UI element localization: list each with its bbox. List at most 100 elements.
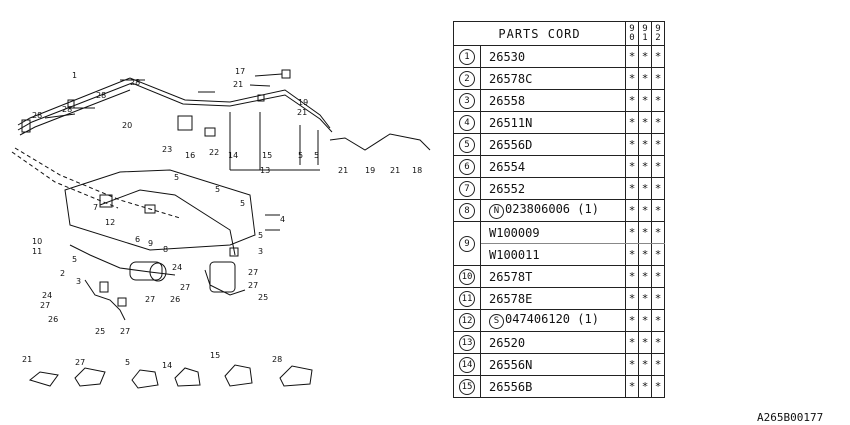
row-number-circle: 10 xyxy=(459,269,475,285)
row-number: 7 xyxy=(453,177,481,200)
row-number-circle: 14 xyxy=(459,357,475,373)
row-number: 5 xyxy=(453,133,481,156)
detail-clip-28 xyxy=(279,365,313,387)
part-code-cell: 26578E xyxy=(480,287,626,310)
guide-dashed-b xyxy=(11,151,119,209)
table-title: PARTS CORD xyxy=(453,21,626,46)
callout-label: 19 xyxy=(298,98,308,107)
callout-label: 3 xyxy=(76,277,81,286)
year-mark: * xyxy=(625,89,639,112)
part-code-cell: 26558 xyxy=(480,89,626,112)
year-mark: * xyxy=(638,353,652,376)
part-code-cell: 26552 xyxy=(480,177,626,200)
year-mark: * xyxy=(651,353,665,376)
row-number: 10 xyxy=(453,265,481,288)
clip-shape xyxy=(144,204,156,214)
part-code: 26520 xyxy=(489,335,526,350)
callout-label: 5 xyxy=(174,173,179,182)
detail-label: 21 xyxy=(22,355,32,364)
row-number-circle: 7 xyxy=(459,181,475,197)
year-mark: * xyxy=(638,133,652,156)
callout-label: 5 xyxy=(215,185,220,194)
year-mark: * xyxy=(651,177,665,200)
clip-shape xyxy=(117,297,127,307)
year-mark: * xyxy=(625,265,639,288)
clip-shape xyxy=(229,247,239,257)
callout-label: 27 xyxy=(180,283,190,292)
year-mark: * xyxy=(638,177,652,200)
part-code-cell: 26554 xyxy=(480,155,626,178)
year-mark: * xyxy=(625,353,639,376)
callout-label: 7 xyxy=(93,203,98,212)
year-mark: * xyxy=(638,111,652,134)
year-mark: * xyxy=(625,375,639,398)
table-row: W100011*** xyxy=(454,243,665,266)
callout-label: 26 xyxy=(170,295,180,304)
part-code: 26556N xyxy=(489,357,533,372)
part-code-cell: 26530 xyxy=(480,45,626,68)
year-mark: * xyxy=(625,309,639,332)
year-mark: * xyxy=(651,331,665,354)
callout-label: 6 xyxy=(135,235,140,244)
part-code: 26511N xyxy=(489,115,533,130)
callout-label: 24 xyxy=(172,263,182,272)
callout-label: 27 xyxy=(248,281,258,290)
callout-labels: 28 1 28 28 28 20 16 22 14 15 5 5 13 17 2… xyxy=(32,67,422,336)
callout-label: 13 xyxy=(260,166,270,175)
year-mark: * xyxy=(651,375,665,398)
part-code-cell: 26578T xyxy=(480,265,626,288)
part-code: 26530 xyxy=(489,49,526,64)
part-code: 26558 xyxy=(489,93,526,108)
callout-label: 9 xyxy=(148,239,153,248)
year-mark: * xyxy=(625,243,639,266)
brake-pipe-lower-b xyxy=(69,244,176,276)
part-code-cell: 26511N xyxy=(480,111,626,134)
callout-label: 21 xyxy=(338,166,348,175)
part-code-cell: 26520 xyxy=(480,331,626,354)
callout-label: 5 xyxy=(240,199,245,208)
detail-label: 5 xyxy=(125,358,130,367)
callout-label: 28 xyxy=(130,78,140,87)
callout-label: 21 xyxy=(297,108,307,117)
clip-shape xyxy=(99,194,113,208)
callout-label: 28 xyxy=(32,111,42,120)
detail-label: 28 xyxy=(272,355,282,364)
callout-label: 27 xyxy=(120,327,130,336)
year-mark: * xyxy=(638,89,652,112)
year-mark: * xyxy=(638,45,652,68)
year-mark: * xyxy=(638,221,652,244)
clip-shape xyxy=(21,119,31,133)
clip-shape xyxy=(99,281,109,293)
brake-pipe-upper-b xyxy=(17,82,333,133)
callout-label: 25 xyxy=(95,327,105,336)
callout-label: 26 xyxy=(48,315,58,324)
callout-label: 14 xyxy=(228,151,238,160)
part-code: 26578E xyxy=(489,291,533,306)
part-code: 023806006 (1) xyxy=(505,202,599,216)
year-mark: * xyxy=(651,45,665,68)
year-mark: * xyxy=(638,199,652,222)
year-mark: * xyxy=(638,375,652,398)
row-number-circle: 5 xyxy=(459,137,475,153)
part-code-cell: 26578C xyxy=(480,67,626,90)
detail-label: 15 xyxy=(210,351,220,360)
detail-clip-21 xyxy=(28,371,59,387)
callout-label: 21 xyxy=(233,80,243,89)
year-mark: * xyxy=(625,133,639,156)
year-mark: * xyxy=(625,155,639,178)
callout-label: 17 xyxy=(235,67,245,76)
detail-clip-27 xyxy=(74,367,106,387)
year-mark: * xyxy=(638,243,652,266)
row-number: 6 xyxy=(453,155,481,178)
